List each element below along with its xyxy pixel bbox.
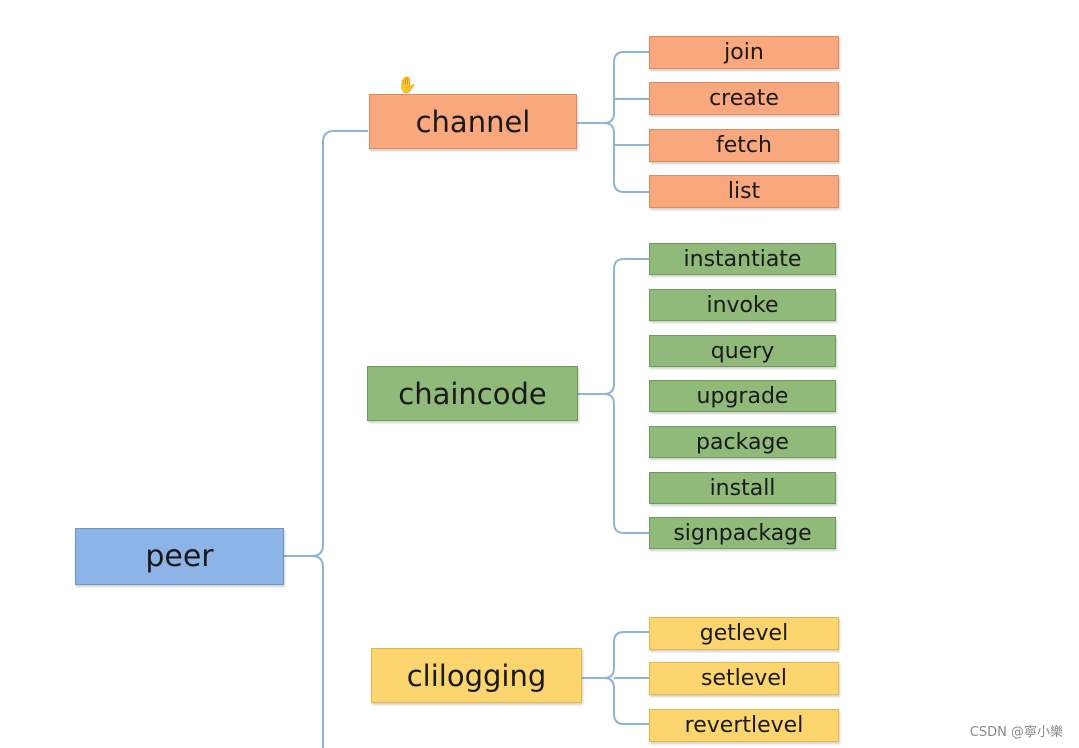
node-clilogging[interactable]: clilogging [371,648,582,703]
node-revertlevel[interactable]: revertlevel [649,709,839,742]
hand-cursor-icon: ✋ [397,75,417,94]
node-list[interactable]: list [649,175,839,208]
node-setlevel[interactable]: setlevel [649,662,839,695]
watermark: CSDN @寧小樂 [969,725,1063,740]
node-query[interactable]: query [649,335,836,367]
node-package[interactable]: package [649,426,836,458]
node-create[interactable]: create [649,82,839,115]
node-upgrade[interactable]: upgrade [649,380,836,412]
node-getlevel[interactable]: getlevel [649,617,839,650]
node-join[interactable]: join [649,36,839,69]
node-chaincode[interactable]: chaincode [367,366,578,421]
connector-root-trunk [284,130,368,557]
node-invoke[interactable]: invoke [649,289,836,321]
node-peer[interactable]: peer [75,528,284,585]
connector-root-down [311,555,324,748]
node-install[interactable]: install [649,472,836,504]
node-signpackage[interactable]: signpackage [649,517,836,549]
node-instantiate[interactable]: instantiate [649,243,836,275]
connector-clilogging-children [582,631,649,725]
node-channel[interactable]: channel [369,94,577,149]
connector-channel-children [577,51,649,193]
connector-chaincode-children [578,258,649,534]
node-fetch[interactable]: fetch [649,129,839,162]
